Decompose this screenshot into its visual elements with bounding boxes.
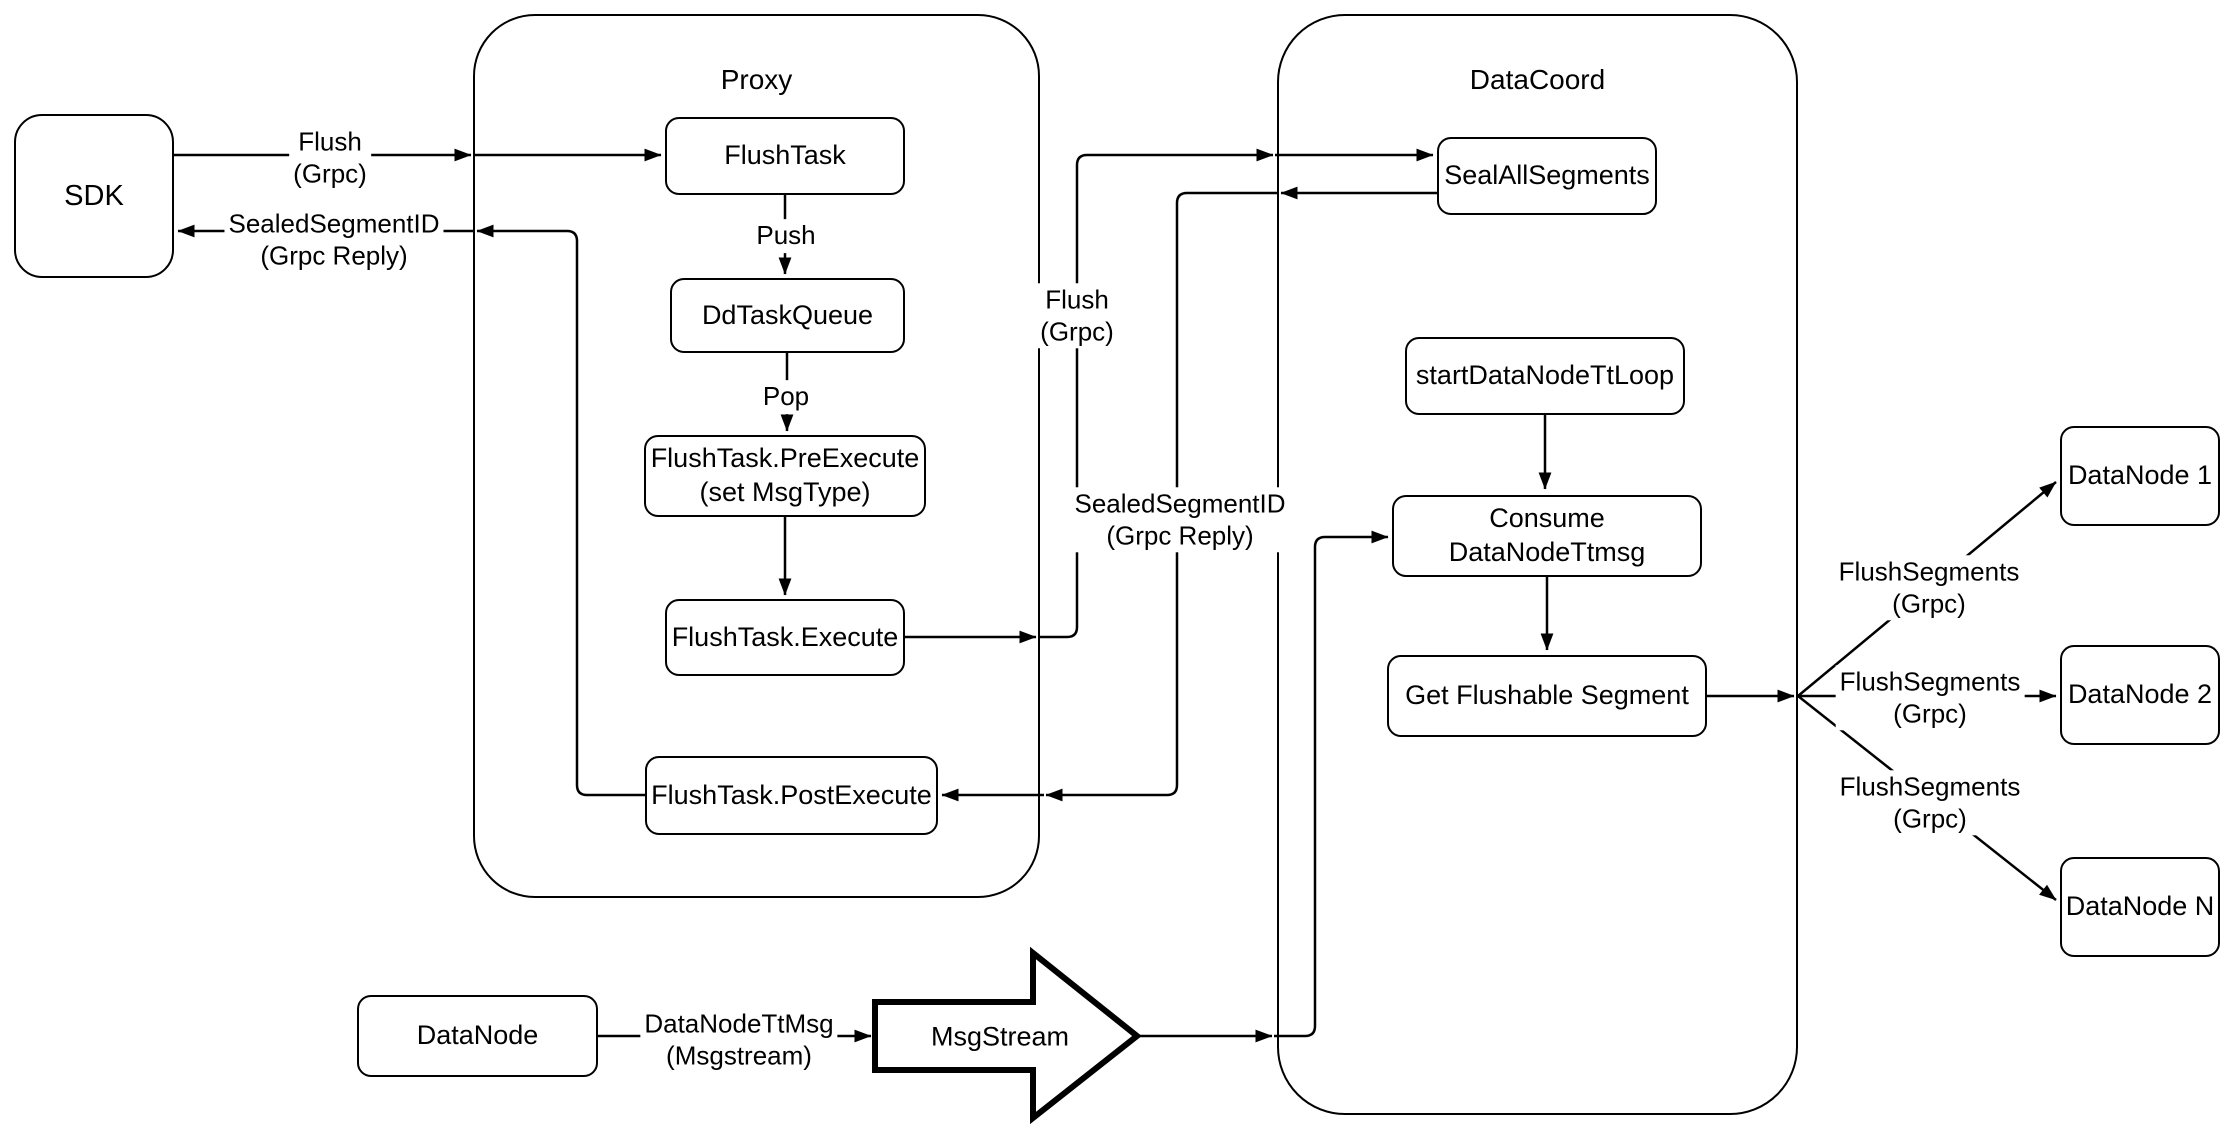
node-startdatanodettloop-label: startDataNodeTtLoop [1415,360,1675,391]
node-flushtask-preexecute: FlushTask.PreExecute (set MsgType) [644,435,926,517]
msgstream-arrow-shape [872,946,1142,1125]
node-sealallsegments: SealAllSegments [1437,137,1657,215]
label-flushsegments-1: FlushSegments (Grpc) [1834,555,2024,621]
datacoord-container: DataCoord [1277,14,1798,1115]
proxy-container: Proxy [473,14,1040,898]
node-ddtaskqueue: DdTaskQueue [670,278,905,353]
label-flushsegments-2: FlushSegments (Grpc) [1835,665,2025,731]
datacoord-container-title: DataCoord [1469,64,1606,95]
node-get-flushable-segment-label: Get Flushable Segment [1405,680,1689,711]
node-flushtask-execute-label: FlushTask.Execute [671,621,899,652]
node-sealallsegments-label: SealAllSegments [1444,160,1650,191]
label-sealedsegmentid-sdk: SealedSegmentID (Grpc Reply) [224,207,444,273]
label-push: Push [752,219,820,253]
label-datanodettmsg: DataNodeTtMsg (Msgstream) [640,1007,838,1073]
node-startdatanodettloop: startDataNodeTtLoop [1405,337,1685,415]
node-sdk-label: SDK [64,179,124,212]
node-consume-datanodettmsg: Consume DataNodeTtmsg [1392,495,1702,577]
node-datanode-2: DataNode 2 [2060,645,2220,745]
node-consume-datanodettmsg-label: Consume DataNodeTtmsg [1448,503,1646,567]
node-flushtask: FlushTask [665,117,905,195]
node-flushtask-postexecute: FlushTask.PostExecute [645,756,938,835]
node-flushtask-postexecute-label: FlushTask.PostExecute [651,779,932,810]
node-datanode-1-label: DataNode 1 [2067,460,2213,491]
node-datanode-label: DataNode [416,1020,539,1051]
node-datanode-n-label: DataNode N [2065,891,2215,922]
node-sdk: SDK [14,114,174,278]
node-flushtask-execute: FlushTask.Execute [665,599,905,676]
label-pop: Pop [758,380,814,414]
node-datanode: DataNode [357,995,598,1077]
edge-msgstream-consume [1274,530,1389,1038]
label-flushsegments-3: FlushSegments (Grpc) [1835,770,2025,836]
label-flush-grpc-sdk: Flush (Grpc) [289,125,371,191]
node-get-flushable-segment: Get Flushable Segment [1387,655,1707,737]
node-ddtaskqueue-label: DdTaskQueue [701,299,874,330]
edge-execute-sealall-riser [1038,148,1274,639]
node-flushtask-preexecute-line2: (set MsgType) [699,477,871,507]
label-flush-grpc-datacoord: Flush (Grpc) [1036,283,1118,349]
edge-postexecute-sdk-1 [476,224,645,797]
node-datanode-1: DataNode 1 [2060,426,2220,526]
node-datanode-2-label: DataNode 2 [2067,679,2213,710]
node-msgstream-label: MsgStream [930,1021,1070,1052]
proxy-container-title: Proxy [720,64,793,95]
node-flushtask-label: FlushTask [724,140,846,171]
node-flushtask-preexecute-line1: FlushTask.PreExecute [650,443,920,474]
label-sealedsegmentid-postexecute: SealedSegmentID (Grpc Reply) [1070,487,1290,553]
node-datanode-n: DataNode N [2060,857,2220,957]
